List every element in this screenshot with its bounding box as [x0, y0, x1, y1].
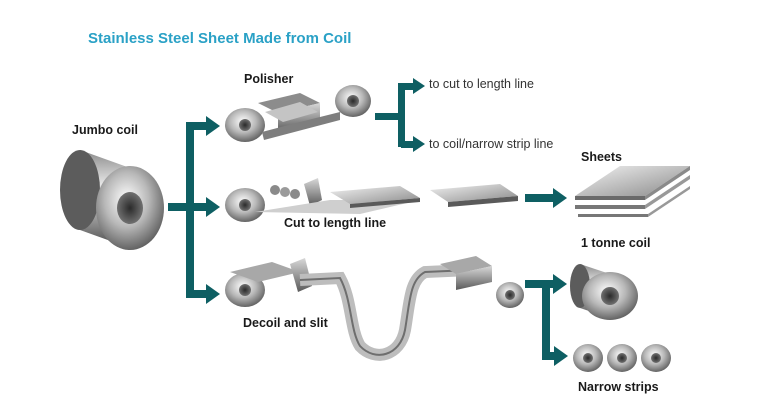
jumbo-coil-image	[60, 150, 164, 250]
label-sheets: Sheets	[581, 150, 622, 164]
label-polisher: Polisher	[244, 72, 294, 86]
label-cut-to-length: Cut to length line	[284, 216, 387, 230]
label-one-tonne-coil: 1 tonne coil	[581, 236, 651, 250]
label-jumbo-coil: Jumbo coil	[72, 123, 138, 137]
output-to-coil-strip: to coil/narrow strip line	[429, 137, 554, 151]
polisher-output-arrows	[375, 78, 425, 152]
label-narrow-strips: Narrow strips	[578, 380, 659, 394]
one-tonne-coil-image	[570, 264, 638, 320]
diagram-title: Stainless Steel Sheet Made from Coil	[88, 30, 352, 47]
output-to-cut-line: to cut to length line	[429, 77, 534, 91]
label-decoil-slit: Decoil and slit	[243, 316, 328, 330]
decoil-output-arrows	[525, 274, 568, 366]
narrow-strips-image	[573, 344, 671, 372]
polisher-image	[225, 85, 371, 142]
distribution-arrows	[168, 116, 220, 304]
sheets-image	[575, 166, 690, 217]
to-sheets-arrow	[525, 188, 567, 208]
decoil-slit-image	[225, 256, 524, 361]
cut-to-length-image	[225, 178, 518, 222]
